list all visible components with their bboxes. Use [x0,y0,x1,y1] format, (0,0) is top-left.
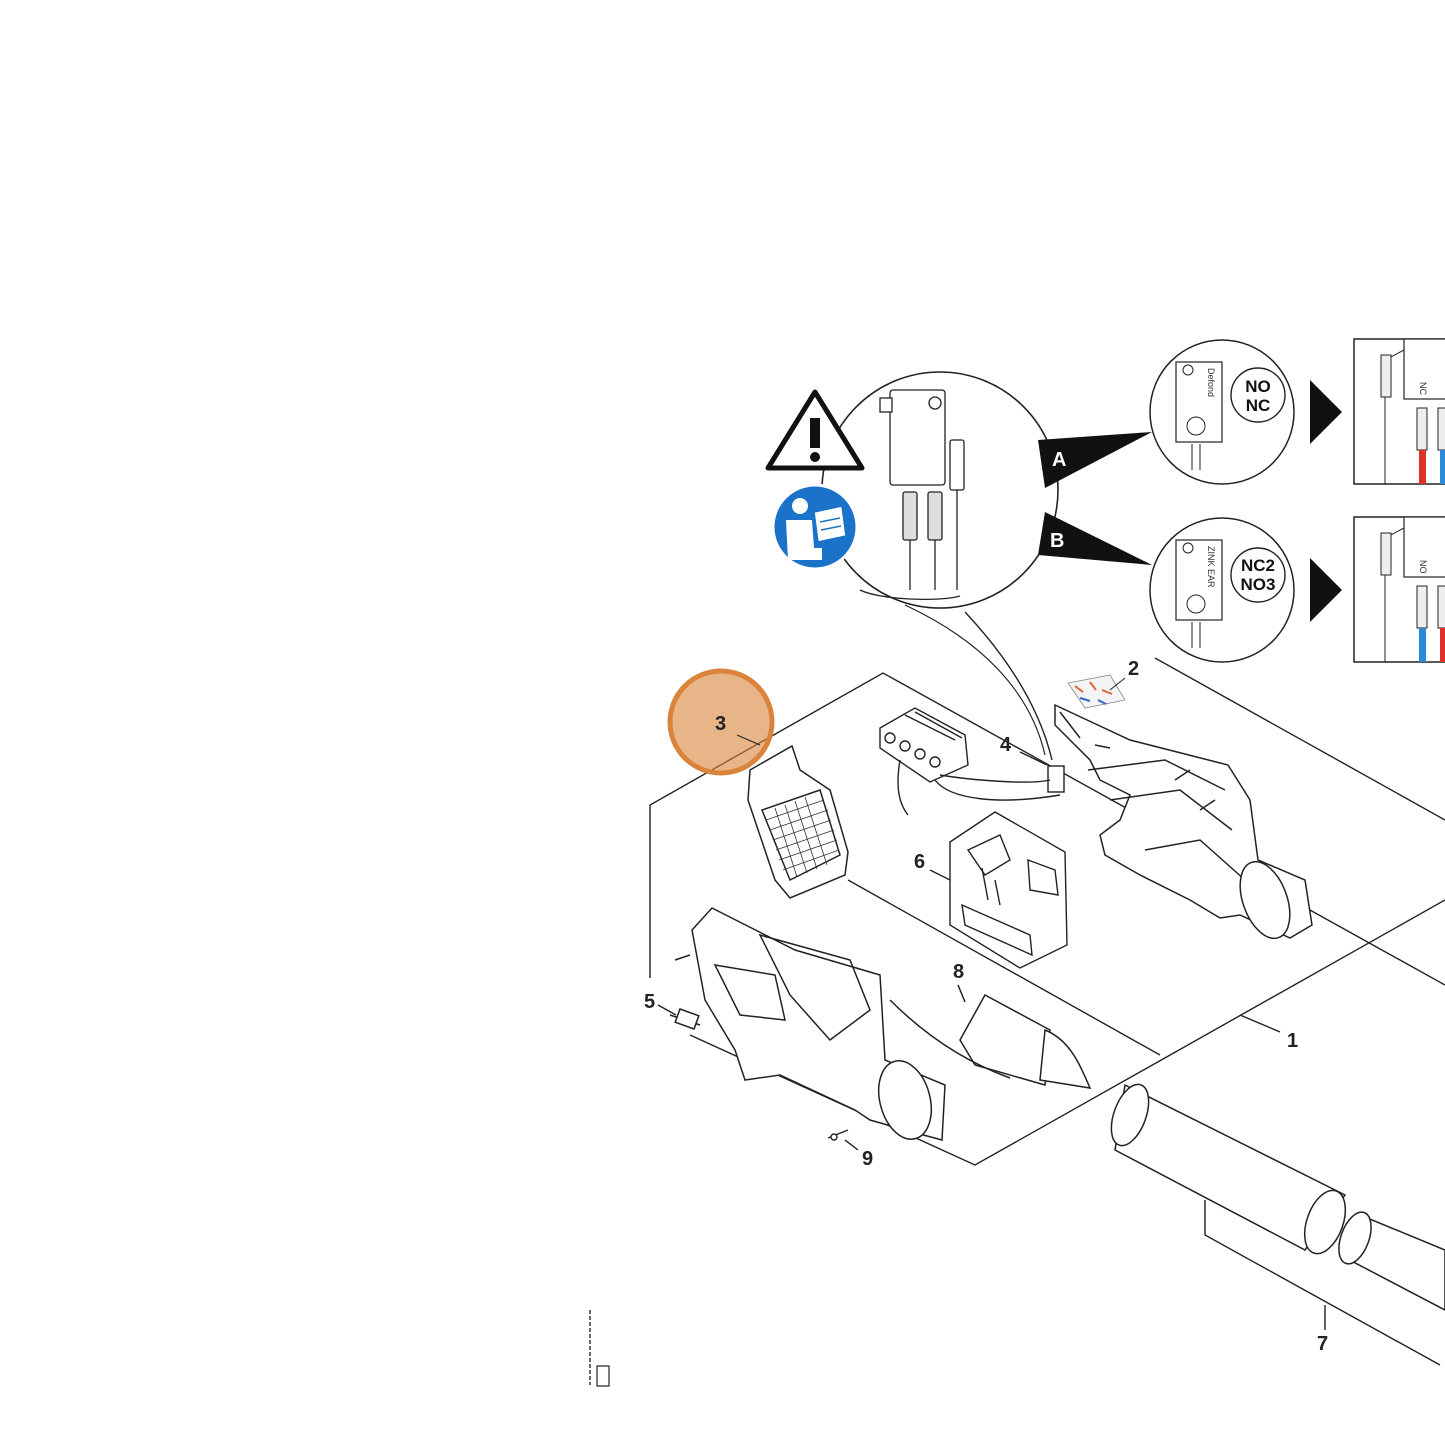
part-label-7[interactable]: 7 [1317,1333,1328,1355]
variant-b-switch-circle: ZINK EAR NC2 NO3 [1149,517,1295,663]
read-manual-icon [771,483,859,571]
part-label-8[interactable]: 8 [953,961,964,983]
part-label-2[interactable]: 2 [1128,658,1139,680]
part-5-housing [657,907,946,1141]
part-3-grille-cover [747,744,849,899]
variant-b-pointer: B [1038,512,1152,565]
part-9-screw [827,1129,859,1151]
variant-b-wire-no: NO [1418,560,1428,574]
part-4-wiring-harness [879,707,1065,816]
variant-a-callout-line1: NO [1245,377,1271,396]
variant-b-switch-brand: ZINK EAR [1206,546,1216,588]
part-2-decal [1067,674,1126,709]
variant-b-label: B [1050,530,1064,552]
part-label-6[interactable]: 6 [914,851,925,873]
part-label-1[interactable]: 1 [1287,1030,1298,1052]
highlight-circle-part-3[interactable] [667,668,775,776]
variant-a-callout-line2: NC [1246,396,1271,415]
variant-b-arrow-icon [1310,558,1342,622]
drawing-reference-stamp [589,1310,610,1387]
part-label-3[interactable]: 3 [715,713,726,735]
part-label-4[interactable]: 4 [1000,734,1012,756]
part-7-tubes [1110,1083,1445,1311]
variant-a-label: A [1052,449,1066,471]
part-6-small-parts-kit [929,811,1068,969]
part-1-housing [1054,703,1313,940]
variant-b-callout-line1: NC2 [1241,556,1275,575]
variant-a-wiring-panel: NC [1353,338,1445,485]
warning-triangle-icon [765,389,865,471]
part-label-9[interactable]: 9 [862,1148,873,1170]
variant-b-callout-line2: NO3 [1241,575,1276,594]
variant-a-pointer: A [1038,432,1152,488]
part-8-motor [889,984,1092,1089]
variant-a-switch-circle: Defond NO NC [1149,339,1295,485]
switch-detail-magnifier [821,371,1059,761]
variant-a-switch-brand: Defond [1206,368,1216,397]
variant-a-arrow-icon [1310,380,1342,444]
variant-a-wire-nc: NC [1418,382,1428,395]
variant-b-wiring-panel: NO [1353,516,1445,663]
microswitch-detail [859,389,965,601]
part-label-5[interactable]: 5 [644,991,655,1013]
